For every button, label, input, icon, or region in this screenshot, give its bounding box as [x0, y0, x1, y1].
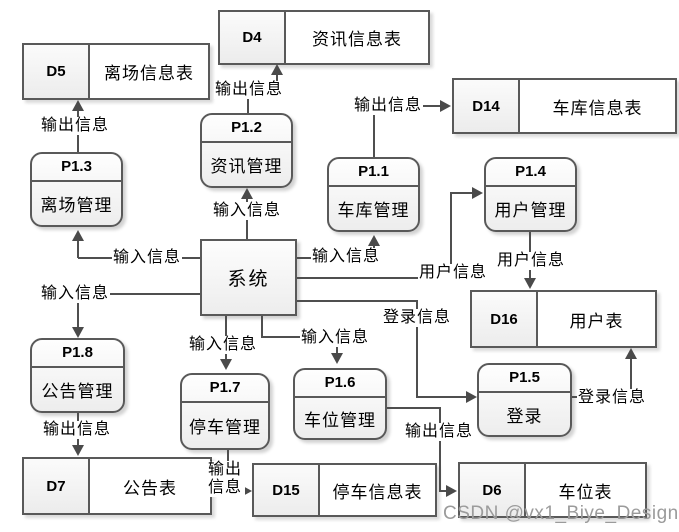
datastore-d16: D16 用户表: [470, 290, 657, 348]
datastore-name: 公告表: [123, 478, 177, 498]
flow-label: 输入信息: [311, 248, 382, 266]
watermark: CSDN @vx1_Biye_Design: [443, 503, 679, 524]
flow-label: 输出信息: [353, 97, 424, 115]
process-id: P1.5: [479, 365, 570, 393]
datastore-name: 车库信息表: [552, 98, 643, 118]
datastore-id: D5: [24, 45, 90, 98]
process-id: P1.3: [32, 154, 121, 182]
process-p1-5: P1.5 登录: [477, 363, 572, 437]
flow-label: 输出信息: [404, 423, 475, 441]
process-name: 登录: [506, 406, 543, 426]
system-label: 系统: [227, 269, 270, 290]
flow-label: 输出信息: [214, 81, 285, 99]
arrowhead: [72, 445, 84, 456]
flow-label: 输出信息: [42, 421, 113, 439]
flow-label: 输入信息: [212, 202, 283, 220]
datastore-id: D6: [460, 464, 526, 516]
datastore-d6: D6 车位表: [458, 462, 647, 518]
flow-label: 用户信息: [496, 252, 567, 270]
arrowhead: [440, 100, 451, 112]
datastore-name: 停车信息表: [332, 482, 423, 502]
flow-label: 输入信息: [300, 329, 371, 347]
arrowhead: [241, 188, 253, 199]
arrowhead: [446, 485, 457, 497]
process-id: P1.7: [182, 375, 268, 403]
process-name: 资讯管理: [210, 157, 283, 176]
flow-label: 输入信息: [40, 285, 111, 303]
process-id: P1.8: [32, 340, 123, 368]
flow-label: 输出信息: [40, 117, 111, 135]
arrowhead: [241, 485, 252, 497]
process-name: 离场管理: [40, 196, 113, 215]
datastore-name: 离场信息表: [104, 64, 194, 83]
process-p1-7: P1.7 停车管理: [180, 373, 270, 450]
datastore-id: D14: [454, 80, 520, 132]
arrowhead: [72, 230, 84, 241]
arrowhead: [472, 187, 483, 199]
flow-label: 用户信息: [418, 264, 489, 282]
process-id: P1.4: [486, 159, 575, 187]
datastore-name: 用户表: [569, 311, 624, 331]
datastore-name: 资讯信息表: [312, 30, 402, 49]
process-p1-6: P1.6 车位管理: [293, 368, 387, 440]
arrowhead: [72, 100, 84, 111]
process-name: 车位管理: [304, 410, 376, 430]
arrowhead: [271, 64, 283, 75]
datastore-d14: D14 车库信息表: [452, 78, 677, 134]
process-id: P1.1: [329, 159, 418, 187]
process-id: P1.6: [295, 370, 385, 398]
process-name: 用户管理: [494, 201, 567, 220]
arrowhead: [72, 327, 84, 338]
datastore-id: D16: [472, 292, 538, 346]
arrowhead: [524, 278, 536, 289]
flow-label: 输入信息: [112, 249, 183, 267]
flow-label: 登录信息: [382, 309, 453, 327]
flow-label: 登录信息: [577, 389, 648, 407]
process-p1-2: P1.2 资讯管理: [200, 113, 293, 188]
arrowhead: [368, 235, 380, 246]
datastore-d5: D5 离场信息表: [22, 43, 210, 100]
datastore-d15: D15 停车信息表: [252, 463, 437, 517]
system-node: 系统: [200, 239, 297, 316]
datastore-id: D15: [254, 465, 320, 515]
flow-label: 输入信息: [188, 336, 259, 354]
process-id: P1.2: [202, 115, 291, 143]
arrowhead: [220, 359, 232, 370]
datastore-d4: D4 资讯信息表: [218, 10, 430, 65]
process-name: 停车管理: [189, 418, 261, 437]
process-p1-3: P1.3 离场管理: [30, 152, 123, 227]
datastore-id: D7: [24, 459, 90, 513]
arrowhead: [625, 348, 637, 359]
process-p1-8: P1.8 公告管理: [30, 338, 125, 413]
datastore-d7: D7 公告表: [22, 457, 212, 515]
process-p1-1: P1.1 车库管理: [327, 157, 420, 232]
datastore-id: D4: [220, 12, 286, 63]
flow-label: 输出信息: [207, 461, 245, 497]
datastore-name: 车位表: [558, 482, 613, 502]
process-p1-4: P1.4 用户管理: [484, 157, 577, 232]
process-name: 车库管理: [337, 201, 410, 220]
process-name: 公告管理: [41, 382, 114, 401]
arrowhead: [466, 391, 477, 403]
arrowhead: [331, 353, 343, 364]
